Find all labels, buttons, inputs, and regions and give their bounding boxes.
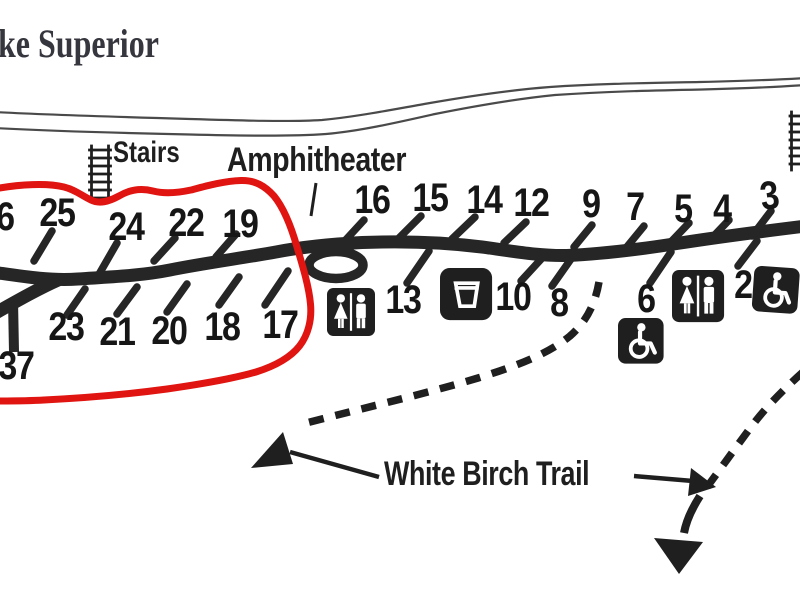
site-label-10: 10 xyxy=(495,275,532,319)
site-label-4: 4 xyxy=(713,187,732,231)
site-label-19: 19 xyxy=(222,202,259,246)
amphitheater-loop-road xyxy=(304,246,368,284)
trail-arrow-east xyxy=(688,468,716,496)
site-label-20: 20 xyxy=(151,309,188,353)
white-birch-trail-west xyxy=(305,281,603,427)
white-birch-trail-east xyxy=(700,369,800,494)
spur-22 xyxy=(150,234,179,265)
site-label-14: 14 xyxy=(466,178,503,222)
shoreline-lower-line xyxy=(0,84,800,137)
site-label-15: 15 xyxy=(412,176,449,220)
site-label-22: 22 xyxy=(168,201,205,245)
site-label-6: 6 xyxy=(637,277,656,321)
spur-16 xyxy=(337,216,368,249)
site-label-21: 21 xyxy=(99,310,136,354)
spur-12 xyxy=(500,218,530,247)
spur-20 xyxy=(163,280,191,316)
spur-21 xyxy=(113,283,141,318)
drinking-water-icon xyxy=(438,266,494,322)
site-label-23: 23 xyxy=(48,305,85,349)
spur-13 xyxy=(403,247,433,287)
campground-road xyxy=(0,220,800,286)
spur-25 xyxy=(30,227,56,265)
spur-10 xyxy=(517,252,548,285)
wheelchair-accessible-icon-east xyxy=(751,265,800,314)
spur-37 xyxy=(8,299,19,353)
spur-3 xyxy=(748,207,775,240)
amphitheater-leader-line xyxy=(309,182,318,217)
stairs-label: Stairs xyxy=(113,136,180,169)
spur-4 xyxy=(705,216,733,245)
spur-5 xyxy=(665,219,693,248)
site-label-12: 12 xyxy=(513,181,550,225)
ladder-icon-right-edge xyxy=(788,110,800,172)
trail-label-pointer-west xyxy=(289,449,380,480)
amphitheater-label: Amphitheater xyxy=(227,141,407,179)
spur-18 xyxy=(215,273,243,309)
site-label-5: 5 xyxy=(674,187,693,231)
wheelchair-accessible-icon-south xyxy=(618,318,664,364)
spur-8 xyxy=(548,255,575,290)
white-birch-trail-east-tail xyxy=(680,493,704,534)
site-label-24: 24 xyxy=(108,205,145,249)
trail-arrow-southwest xyxy=(251,432,293,468)
red-highlight-loop xyxy=(0,176,315,405)
trail-arrow-down xyxy=(654,538,703,574)
spur-7 xyxy=(622,222,648,252)
site-spurs xyxy=(8,207,775,353)
site-label-25: 25 xyxy=(39,191,76,235)
spur-23 xyxy=(63,285,89,319)
site-label-7: 7 xyxy=(626,185,645,229)
white-birch-trail-label: White Birch Trail xyxy=(384,455,590,493)
site-label-8: 8 xyxy=(550,281,569,325)
site-label-37: 37 xyxy=(0,344,35,388)
restroom-icon-west xyxy=(327,288,375,336)
site-label-16: 16 xyxy=(354,178,391,222)
site-label-18: 18 xyxy=(204,305,241,349)
spur-19 xyxy=(212,230,240,261)
ladder-icon-left xyxy=(88,144,112,204)
spur-6 xyxy=(646,248,675,287)
spur-9 xyxy=(570,221,596,251)
site-label-2: 2 xyxy=(734,263,753,307)
spur-14 xyxy=(448,213,479,243)
lake-superior-label: ke Superior xyxy=(0,21,159,66)
site-label-9: 9 xyxy=(582,182,601,226)
spur-15 xyxy=(394,212,425,243)
restroom-icon-east xyxy=(672,270,725,323)
road-branch-lower-left xyxy=(0,273,65,318)
site-label-17: 17 xyxy=(262,303,299,347)
spur-17 xyxy=(261,267,292,309)
site-label-13: 13 xyxy=(385,278,422,322)
site-label-26: 6 xyxy=(0,197,15,237)
spur-24 xyxy=(94,239,121,280)
trail-label-pointer-east xyxy=(633,473,694,484)
spur-2 xyxy=(734,237,761,270)
shoreline-upper-line xyxy=(0,77,800,123)
